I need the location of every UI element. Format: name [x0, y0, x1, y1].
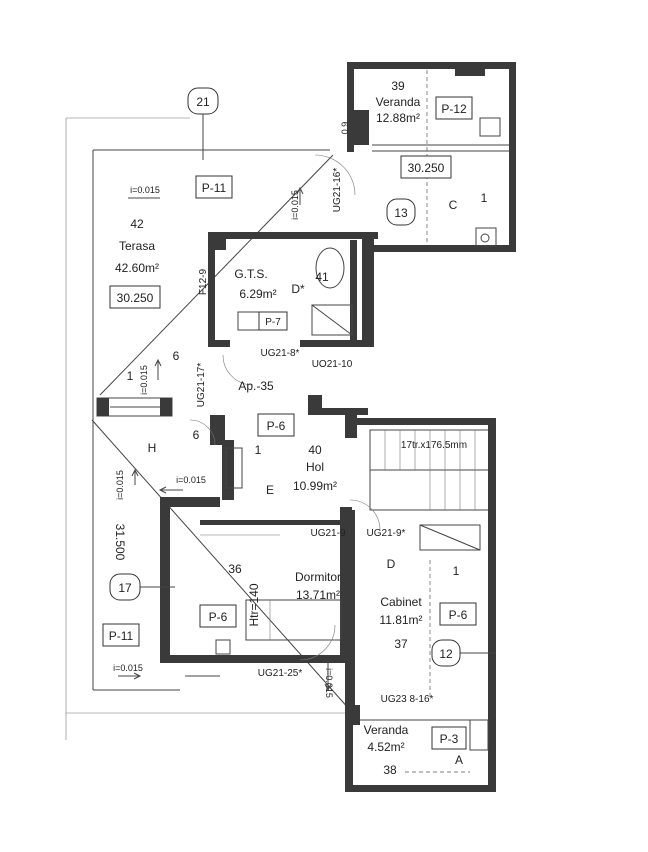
- lower-terrace-tag-box: [102, 623, 140, 647]
- door-ug21-9: UG21-9: [310, 528, 345, 539]
- gts-41-letter: D*: [291, 282, 305, 296]
- cabinet-37-marker: 1: [453, 564, 460, 578]
- axis-marker-21-label: 21: [196, 95, 210, 109]
- door-ug21-16: UG21-16*: [332, 168, 343, 213]
- veranda-38-name: Veranda: [364, 723, 409, 737]
- veranda-39-number: 39: [391, 79, 405, 93]
- terasa-42-slope: i=0.015: [130, 185, 160, 195]
- cabinet-37-name: Cabinet: [380, 595, 422, 609]
- veranda-38-letter: A: [455, 753, 463, 767]
- axis-marker-13-label: 13: [394, 206, 408, 220]
- gts-41-area: 6.29m²: [239, 287, 276, 301]
- room-gts-41: 41 G.T.S. 6.29m² P-7 D* F12-9: [198, 267, 329, 331]
- gts-41-tag-box: [258, 311, 288, 331]
- gts-41-number: 41: [315, 270, 329, 284]
- terrace-fixtures: [96, 397, 173, 417]
- hol-40-name: Hol: [306, 460, 324, 474]
- hol-40-number: 40: [308, 443, 322, 457]
- terasa-42-tag: P-11: [202, 181, 227, 195]
- marker-six-a: 6: [173, 349, 180, 363]
- room-hol-40: P-6 40 Hol 10.99m² E 1: [255, 413, 337, 497]
- veranda-39-area: 12.88m²: [376, 111, 420, 125]
- veranda-39-tag: P-12: [441, 102, 467, 116]
- hol-40-marker: 1: [255, 443, 262, 457]
- door-ug23-8-16: UG23 8-16*: [381, 694, 434, 705]
- veranda-39-letter: C: [449, 198, 458, 212]
- gts-41-tag: P-7: [265, 317, 281, 328]
- veranda-39-dim: 0.9: [340, 122, 350, 135]
- axis-marker-17-label: 17: [118, 581, 132, 595]
- veranda-38-tag: P-3: [440, 732, 459, 746]
- h-label: H: [148, 441, 157, 455]
- elevation-left: 31.500: [113, 524, 127, 561]
- door-ug21-25: UG21-25*: [258, 668, 303, 679]
- hol-40-letter: E: [266, 483, 274, 497]
- axis-marker-13: 13: [386, 198, 416, 226]
- terasa-42-name: Terasa: [119, 239, 155, 253]
- terasa-42-level-box: [109, 285, 161, 309]
- cabinet-37-number: 37: [394, 637, 408, 651]
- stairs-label: 17tr.x176.5mm: [401, 440, 467, 451]
- room-terasa-42: 42 Terasa 42.60m² 30.250 P-11 i=0.015: [109, 175, 233, 309]
- door-uo21-10: UO21-10: [312, 359, 353, 370]
- cabinet-37-walls: [345, 510, 481, 710]
- veranda-39-marker: 1: [481, 191, 488, 205]
- stairs: [369, 418, 496, 718]
- door-ug21-17: UG21-17*: [196, 363, 207, 408]
- veranda-39-level-box: [400, 155, 452, 179]
- veranda-38-number: 38: [383, 763, 397, 777]
- slope-arrows: [118, 186, 332, 692]
- room-veranda-38: Veranda 4.52m² 38 P-3 A: [364, 723, 470, 777]
- axis-marker-12: 12: [431, 639, 496, 667]
- dormitor-36-tag: P-6: [209, 610, 228, 624]
- room-cabinet-37: D 1 Cabinet 11.81m² 37 P-6: [379, 557, 477, 651]
- axis-marker-12-label: 12: [439, 647, 453, 661]
- terasa-42-level: 30.250: [117, 291, 154, 305]
- gts-41-walls: [208, 232, 378, 347]
- room-veranda-39: 39 Veranda 12.88m² P-12 30.250 C 1 0.9: [340, 79, 488, 212]
- lower-terrace-tag: P-11: [109, 629, 134, 643]
- veranda-39-level: 30.250: [408, 161, 445, 175]
- terasa-42-area: 42.60m²: [115, 261, 159, 275]
- dormitor-36-radiator: Htr=140: [247, 583, 261, 626]
- axis-marker-21: 21: [187, 87, 219, 160]
- door-ug21-8: UG21-8*: [261, 348, 300, 359]
- axis-marker-17: 17: [109, 573, 175, 601]
- slope-2: i=0.015: [139, 365, 149, 395]
- dormitor-36-name: Dormitor: [295, 570, 341, 584]
- gts-41-window: F12-9: [198, 269, 209, 296]
- dormitor-36-area: 13.71m²: [296, 588, 340, 602]
- veranda-38-walls: [345, 705, 496, 792]
- terasa-42-tag-box: [195, 175, 233, 199]
- slope-1: i=0.015: [290, 190, 300, 220]
- cabinet-37-tag-box: [439, 602, 477, 626]
- veranda-39-tag-box: [435, 96, 473, 120]
- dormitor-36-number: 36: [228, 562, 242, 576]
- dormitor-36-tag-box: [199, 604, 237, 628]
- veranda-39-name: Veranda: [376, 95, 421, 109]
- hol-40-area: 10.99m²: [293, 479, 337, 493]
- slope-6: i=0.015: [324, 668, 334, 698]
- gts-41-name: G.T.S.: [234, 267, 267, 281]
- marker-one-a: 1: [127, 369, 134, 383]
- hol-40-tag-box: [257, 413, 295, 437]
- cabinet-37-letter: D: [387, 557, 396, 571]
- marker-six-b: 6: [193, 428, 200, 442]
- room-dormitor-36: 36 Dormitor 13.71m² P-6 Htr=140: [199, 562, 341, 628]
- veranda-38-area: 4.52m²: [367, 740, 404, 754]
- slope-4: i=0.015: [176, 475, 206, 485]
- veranda-38-tag-box: [431, 726, 467, 750]
- terasa-42-number: 42: [130, 217, 144, 231]
- hol-40-tag: P-6: [267, 419, 286, 433]
- door-ug21-9b: UG21-9*: [367, 528, 406, 539]
- cabinet-37-tag: P-6: [449, 608, 468, 622]
- cabinet-37-area: 11.81m²: [379, 613, 422, 627]
- door-swings: [189, 154, 381, 661]
- apartment-label: Ap.-35: [238, 379, 274, 393]
- veranda-39-walls: [347, 62, 516, 252]
- slope-3: i=0.015: [115, 470, 125, 500]
- slope-5: i=0.015: [113, 663, 143, 673]
